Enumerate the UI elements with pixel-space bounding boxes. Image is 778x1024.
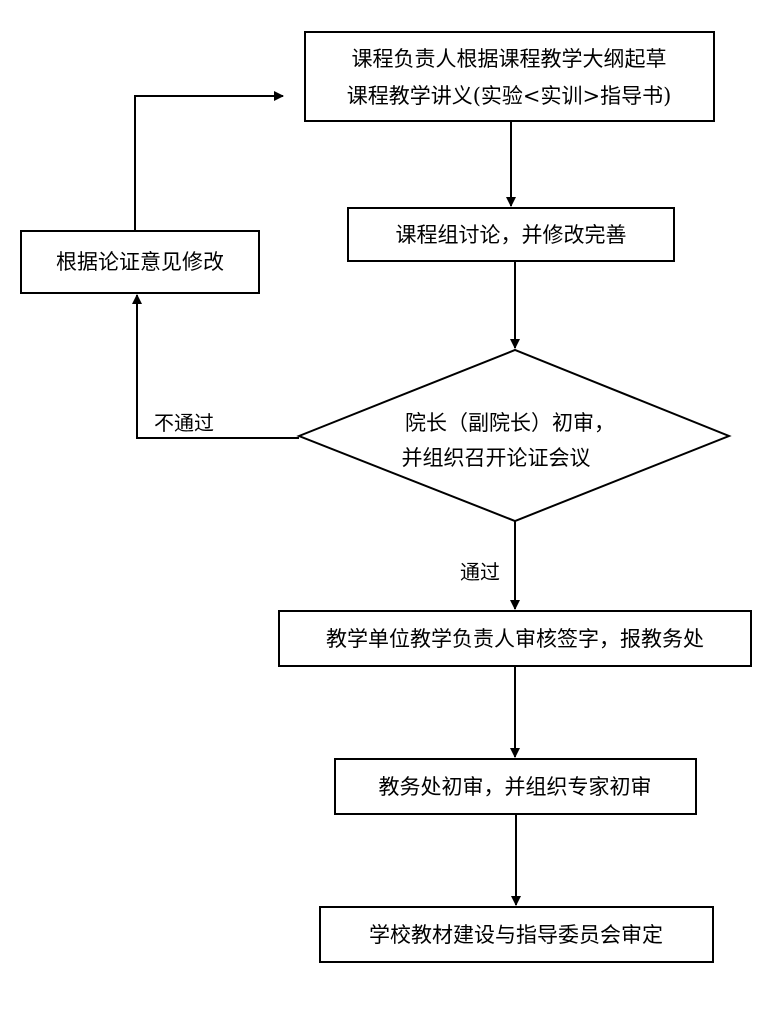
node-unit-sign-box: 教学单位教学负责人审核签字，报教务处 [278, 610, 752, 667]
arrow-review-fail-to-revise [132, 294, 299, 439]
edge-label-pass: 通过 [460, 560, 500, 584]
node-committee-box: 学校教材建设与指导委员会审定 [319, 906, 714, 963]
node-office-review-box: 教务处初审，并组织专家初审 [334, 758, 697, 815]
node-revise-box: 根据论证意见修改 [20, 230, 260, 294]
node-office-review-label: 教务处初审，并组织专家初审 [379, 775, 652, 799]
node-dean-review-diamond: 院长（副院长）初审， 并组织召开论证会议 [296, 348, 732, 523]
arrow-revise-to-draft [134, 91, 284, 231]
node-draft-line2: 课程教学讲义(实验<实训>指导书) [347, 84, 672, 108]
node-draft-line1: 课程负责人根据课程教学大纲起草 [352, 47, 667, 71]
node-discuss-label: 课程组讨论，并修改完善 [396, 223, 627, 247]
node-unit-sign-label: 教学单位教学负责人审核签字，报教务处 [326, 627, 704, 651]
node-committee-label: 学校教材建设与指导委员会审定 [369, 923, 663, 947]
node-dean-review-line1: 院长（副院长）初审， [405, 411, 615, 435]
node-revise-label: 根据论证意见修改 [56, 250, 224, 274]
node-draft-box: 课程负责人根据课程教学大纲起草 课程教学讲义(实验<实训>指导书) [304, 31, 715, 122]
edge-label-fail: 不通过 [154, 411, 214, 435]
node-discuss-box: 课程组讨论，并修改完善 [347, 207, 675, 262]
node-dean-review-line2: 并组织召开论证会议 [402, 446, 591, 470]
